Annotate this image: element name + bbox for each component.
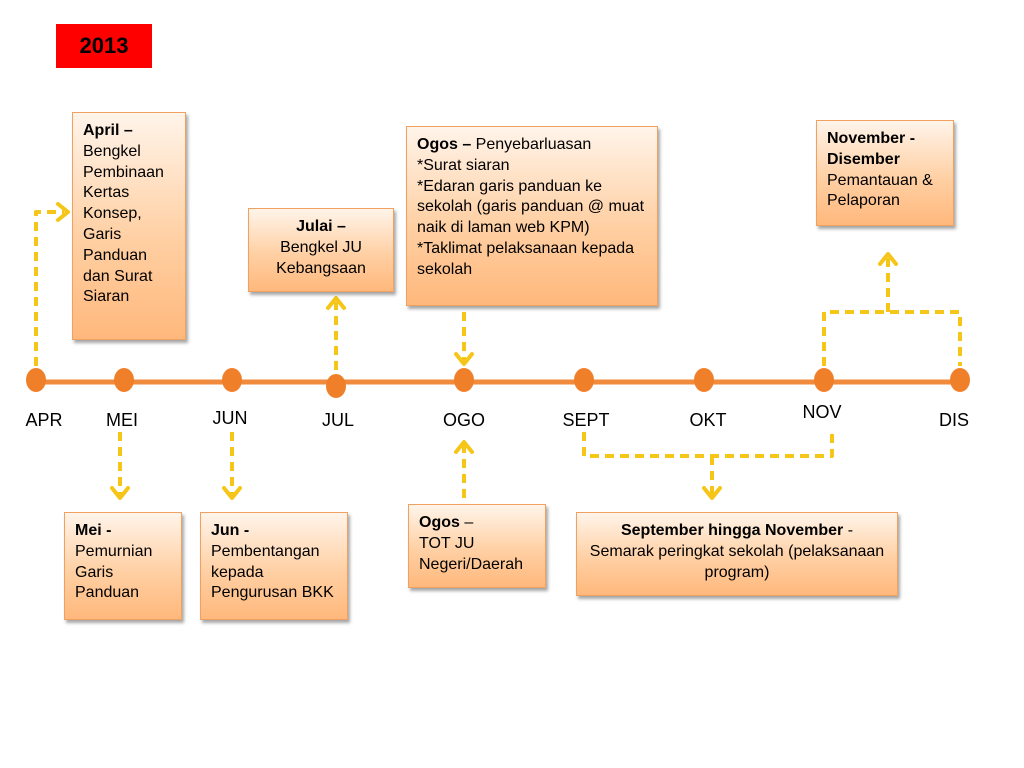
arrow-novdis-up <box>822 256 962 366</box>
box-ogos-top-line-1: *Surat siaran <box>417 156 510 174</box>
box-jun: Jun - Pembentangan kepada Pengurusan BKK <box>200 512 348 620</box>
month-dis: DIS <box>938 410 970 430</box>
dot-jun <box>222 368 242 392</box>
box-sept-nov: September hingga November - Semarak peri… <box>576 512 898 596</box>
arrowhead-jun <box>222 486 242 500</box>
box-april: April – Bengkel Pembinaan Kertas Konsep,… <box>72 112 186 340</box>
year-label: 2013 <box>79 33 129 58</box>
dot-mei <box>114 368 134 392</box>
month-ogo: OGO <box>442 410 486 430</box>
arrow-apr-april <box>34 210 64 366</box>
month-nov: NOV <box>802 402 842 422</box>
box-julai: Julai – Bengkel JU Kebangsaan <box>248 208 394 292</box>
box-ogos-bottom: Ogos – TOT JU Negeri/Daerah <box>408 504 546 588</box>
box-ogos-bottom-sep: – <box>459 514 474 531</box>
box-ogos-top-text: Penyebarluasan <box>471 136 592 153</box>
arrowhead-novdis <box>878 252 898 266</box>
box-sept-nov-title: September hingga November <box>620 522 844 539</box>
month-apr: APR <box>25 410 63 430</box>
month-jul: JUL <box>321 410 355 430</box>
arrowhead-ogo-up <box>454 440 474 454</box>
month-okt: OKT <box>689 410 727 430</box>
box-april-title: April – <box>83 122 133 139</box>
dot-okt <box>694 368 714 392</box>
box-nov-dis-text: Pemantauan & Pelaporan <box>827 171 933 210</box>
box-julai-title: Julai – <box>296 218 346 235</box>
box-nov-dis-title: November - Disember <box>827 130 916 168</box>
timeline-dots <box>26 368 970 398</box>
box-ogos-top: Ogos – Penyebarluasan *Surat siaran *Eda… <box>406 126 658 306</box>
box-jun-title: Jun - <box>211 522 250 539</box>
arrow-septnov-down <box>582 430 834 496</box>
box-ogos-top-title: Ogos – <box>417 136 472 153</box>
box-ogos-top-line-2: *Edaran garis panduan ke sekolah (garis … <box>417 177 645 237</box>
box-julai-text: Bengkel JU Kebangsaan <box>276 238 366 277</box>
month-mei: MEI <box>105 410 139 430</box>
box-jun-text: Pembentangan kepada Pengurusan BKK <box>211 542 334 602</box>
arrowhead-julai <box>326 296 346 310</box>
dot-nov <box>814 368 834 392</box>
box-ogos-bottom-title: Ogos <box>419 514 460 531</box>
arrowhead-april <box>56 202 70 222</box>
box-nov-dis: November - Disember Pemantauan & Pelapor… <box>816 120 954 226</box>
box-ogos-top-line-3: *Taklimat pelaksanaan kepada sekolah <box>417 239 635 278</box>
month-jun: JUN <box>212 408 248 428</box>
box-mei-title: Mei - <box>75 522 112 539</box>
dot-dis <box>950 368 970 392</box>
dot-apr <box>26 368 46 392</box>
dot-ogo <box>454 368 474 392</box>
box-ogos-bottom-text: TOT JU Negeri/Daerah <box>419 534 524 573</box>
dot-jul <box>326 374 346 398</box>
box-april-text: Bengkel Pembinaan Kertas Konsep, Garis P… <box>83 142 164 306</box>
arrowhead-mei <box>110 486 130 500</box>
box-mei: Mei - Pemurnian Garis Panduan <box>64 512 182 620</box>
year-badge: 2013 <box>56 24 152 68</box>
box-sept-nov-sep: - <box>843 522 854 539</box>
dot-sept <box>574 368 594 392</box>
arrowhead-septnov <box>702 486 722 500</box>
month-sept: SEPT <box>562 410 610 430</box>
box-sept-nov-text: Semarak peringkat sekolah (pelaksanaan p… <box>589 542 885 581</box>
arrowhead-ogos-down <box>454 352 474 366</box>
box-mei-text: Pemurnian Garis Panduan <box>75 542 153 602</box>
